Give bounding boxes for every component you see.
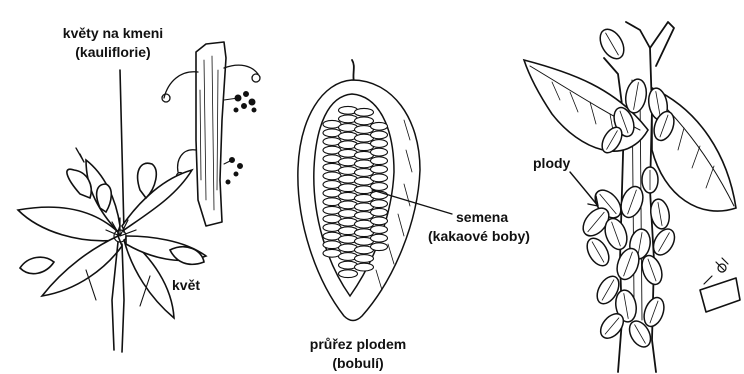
bean (339, 270, 358, 278)
label-flower: květ (172, 277, 200, 293)
bean (371, 122, 388, 130)
label-berry: (bobulí) (332, 355, 383, 371)
bean (371, 140, 388, 148)
label-cauliflory: (kauliflorie) (75, 44, 150, 60)
pod-cross-section (298, 60, 452, 321)
bean (371, 148, 388, 156)
fruit-pods (578, 25, 679, 350)
tree-with-fruits (524, 22, 740, 372)
bean (371, 131, 388, 139)
bean (371, 208, 388, 216)
bean (371, 174, 388, 182)
cauliflory-sketch (18, 42, 260, 352)
bean (371, 243, 388, 251)
label-cocoa-beans: (kakaové boby) (428, 228, 530, 244)
label-cross-section: průřez plodem (310, 336, 406, 352)
bean (355, 263, 374, 271)
bean (371, 200, 388, 208)
bean (355, 117, 374, 125)
label-flowers-on-trunk: květy na kmeni (63, 25, 163, 41)
label-seeds: semena (456, 209, 508, 225)
bean (355, 255, 374, 263)
bean (371, 165, 388, 173)
bean (371, 217, 388, 225)
label-fruits: plody (533, 155, 571, 171)
bean (371, 157, 388, 165)
bean (371, 226, 388, 234)
bean (371, 234, 388, 242)
bean (355, 108, 374, 116)
bean (371, 183, 388, 191)
